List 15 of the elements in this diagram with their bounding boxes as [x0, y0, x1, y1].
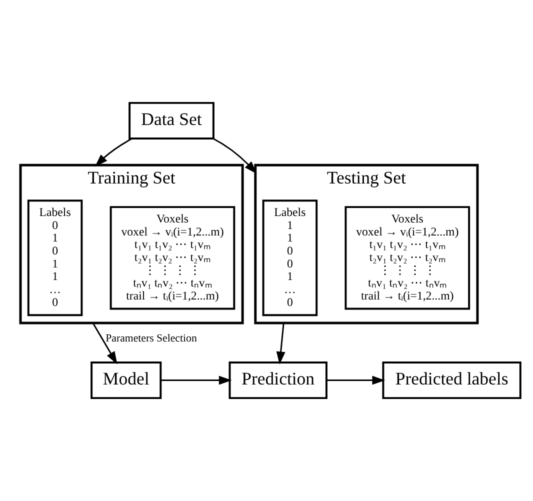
arrow — [160, 376, 232, 385]
arrow — [94, 138, 132, 167]
arrow — [212, 138, 257, 174]
arrow — [276, 322, 286, 365]
node-box: Labels 0 1 0 1 1 … 0 — [27, 200, 83, 316]
node-box: Voxels voxel → vᵢ(i=1,2...m) t₁v₁ t₁v₂ ⋯ t₁vₘ t₂v₁ t₂v₂ ⋯ t₂vₘ ⋮ ⋮ ⋮ ⋮ tₙv₁ tₙv₂ ⋯ tₙvₘ trail → tᵢ(i=1,2...m) — [344, 206, 470, 310]
edge-label: Parameters Selection — [106, 332, 197, 345]
node-box: Prediction — [228, 362, 328, 400]
node-box: Labels 1 1 0 0 1 … 0 — [262, 200, 318, 316]
node-box: Data Set — [128, 102, 214, 140]
arrow — [92, 322, 118, 364]
node-box: Predicted labels — [382, 362, 522, 400]
node-box: Model — [90, 362, 162, 400]
arrow — [326, 376, 386, 385]
node-box: Voxels voxel → vᵢ(i=1,2...m) t₁v₁ t₁v₂ ⋯ t₁vₘ t₂v₁ t₂v₂ ⋯ t₂vₘ ⋮ ⋮ ⋮ ⋮ tₙv₁ tₙv₂ ⋯ tₙvₘ trail → tᵢ(i=1,2...m) — [110, 206, 236, 310]
